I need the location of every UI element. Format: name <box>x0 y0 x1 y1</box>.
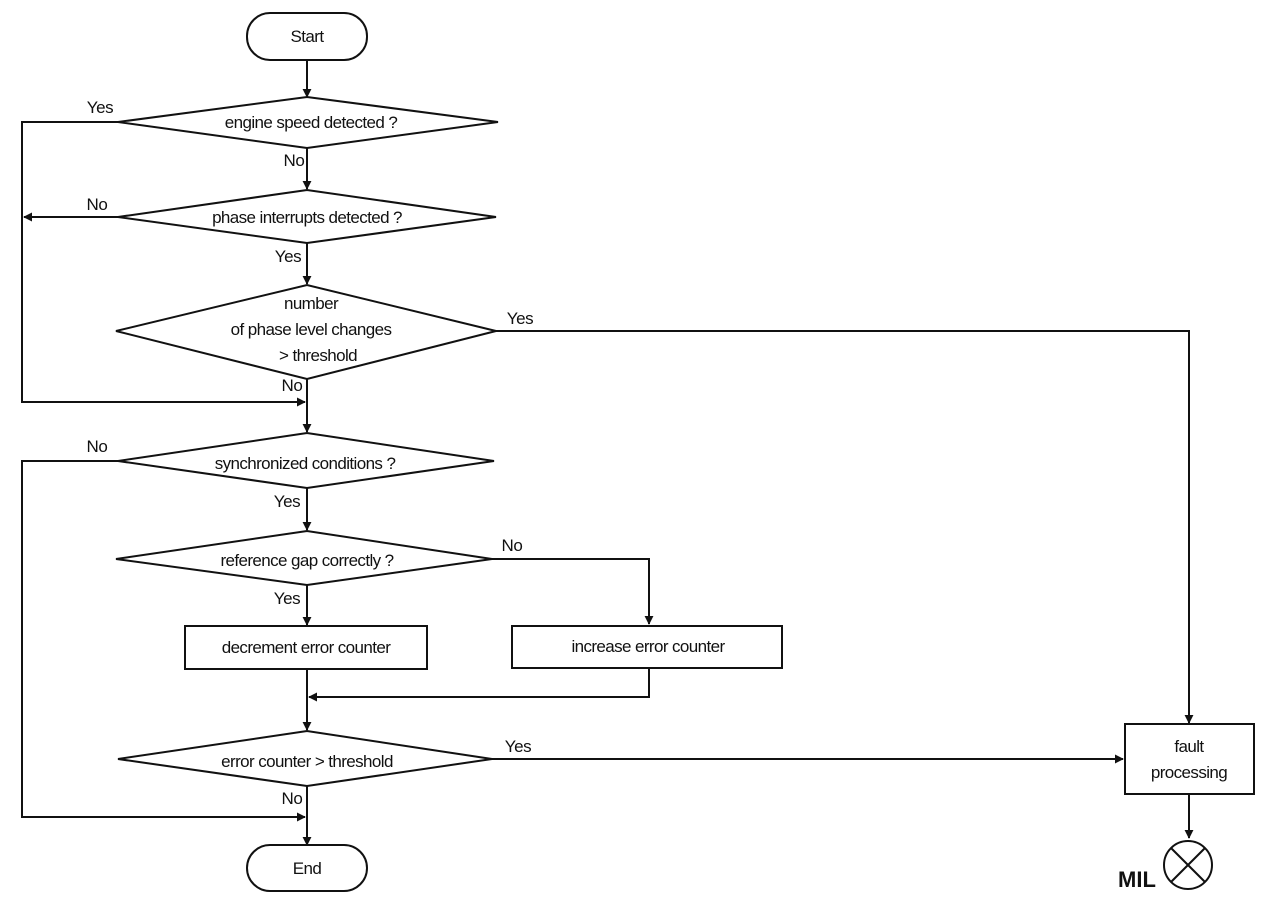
decision-error-counter-threshold: error counter > threshold <box>117 729 493 788</box>
phase-changes-label-line-3: > threshold <box>279 346 357 365</box>
process-decrement-error-counter: decrement error counter <box>184 625 428 670</box>
phase-interrupts-label: phase interrupts detected ? <box>212 208 402 227</box>
decision-synchronized-conditions: synchronized conditions ? <box>117 431 495 490</box>
decrement-label: decrement error counter <box>222 638 391 657</box>
phase-changes-no-label: No <box>282 376 303 395</box>
error-threshold-label: error counter > threshold <box>221 752 393 771</box>
engine-speed-yes-label: Yes <box>87 98 114 117</box>
edge-labels: Yes No No Yes Yes No No Yes No Yes Yes N… <box>87 98 534 808</box>
decision-reference-gap: reference gap correctly ? <box>115 529 493 587</box>
start-node: Start <box>246 12 368 61</box>
arrow-reference-gap-no-to-increase <box>492 558 654 625</box>
engine-speed-label: engine speed detected ? <box>225 113 398 132</box>
phase-changes-label-line-2: of phase level changes <box>231 320 392 339</box>
process-increase-error-counter: increase error counter <box>511 625 783 669</box>
reference-gap-no-label: No <box>502 536 523 555</box>
reference-gap-label: reference gap correctly ? <box>220 551 393 570</box>
arrow-sync-no-to-end <box>21 460 306 822</box>
engine-speed-no-label: No <box>284 151 305 170</box>
mil-label: MIL <box>1118 867 1156 892</box>
arrow-increase-to-merge <box>308 668 650 702</box>
fault-label-line-1: fault <box>1174 737 1204 756</box>
increase-label: increase error counter <box>571 637 725 656</box>
error-threshold-yes-label: Yes <box>505 737 532 756</box>
fault-label-line-2: processing <box>1151 763 1227 782</box>
phase-interrupts-no-label: No <box>87 195 108 214</box>
sync-yes-label: Yes <box>274 492 301 511</box>
decision-phase-level-changes: number of phase level changes > threshol… <box>115 283 497 381</box>
process-fault-processing: fault processing <box>1124 723 1255 795</box>
phase-changes-label-line-1: number <box>284 294 339 313</box>
sync-conditions-label: synchronized conditions ? <box>215 454 396 473</box>
end-label: End <box>293 859 322 878</box>
phase-interrupts-yes-label: Yes <box>275 247 302 266</box>
start-label: Start <box>291 27 325 46</box>
phase-changes-yes-label: Yes <box>507 309 534 328</box>
connectors <box>21 60 1194 846</box>
end-node: End <box>246 844 368 892</box>
arrow-engine-speed-yes-merge <box>21 121 306 407</box>
mil-lamp-icon <box>1163 840 1213 890</box>
sync-no-label: No <box>87 437 108 456</box>
error-threshold-no-label: No <box>282 789 303 808</box>
reference-gap-yes-label: Yes <box>274 589 301 608</box>
arrow-phase-changes-yes-to-fault <box>496 330 1194 724</box>
decision-engine-speed: engine speed detected ? <box>117 95 499 150</box>
decision-phase-interrupts: phase interrupts detected ? <box>117 188 497 245</box>
